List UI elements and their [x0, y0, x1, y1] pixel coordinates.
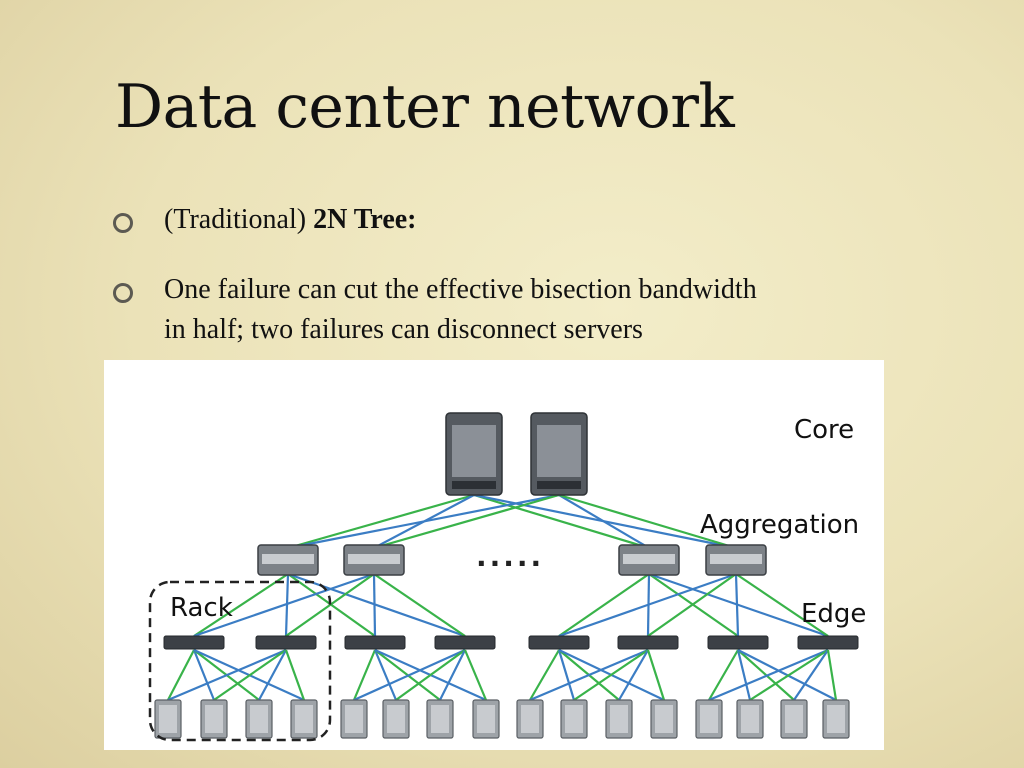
link-blue: [529, 648, 649, 702]
server-front-panel: [827, 705, 845, 733]
link-blue: [372, 573, 377, 637]
edge-switch-icon: [617, 635, 679, 650]
slide-title: Data center network: [115, 72, 735, 142]
rack-label: Rack: [170, 593, 233, 623]
bullet-1-bold: 2N Tree:: [313, 204, 417, 235]
core-switch-panel: [452, 425, 496, 477]
link-blue: [736, 649, 752, 701]
link-green: [646, 649, 666, 701]
server-front-panel: [565, 705, 583, 733]
link-blue: [557, 649, 576, 701]
bullet-icon: [113, 213, 133, 233]
link-green: [708, 649, 739, 701]
link-green: [193, 573, 289, 637]
bullet-1-prefix: (Traditional): [164, 204, 314, 235]
link-green: [463, 649, 488, 701]
link-green: [287, 493, 475, 550]
link-blue: [373, 649, 398, 701]
link-blue: [558, 494, 650, 549]
edge-switch-icon: [344, 635, 406, 650]
server-front-panel: [431, 705, 449, 733]
link-green: [395, 649, 466, 701]
link-green: [749, 649, 829, 701]
aggregation-switch-ports: [710, 554, 762, 564]
ellipsis-label: .....: [476, 540, 544, 573]
link-blue: [708, 648, 829, 702]
bullet-2-line-2: in half; two failures can disconnect ser…: [164, 314, 643, 345]
link-green: [558, 493, 737, 550]
link-green: [167, 649, 195, 701]
link-blue: [648, 572, 829, 638]
aggregation-label: Aggregation: [700, 510, 859, 540]
server-front-panel: [655, 705, 673, 733]
link-green: [284, 649, 306, 701]
edge-switch-icon: [163, 635, 225, 650]
link-blue: [439, 649, 466, 701]
link-blue: [618, 649, 649, 701]
aggregation-switch-ports: [348, 554, 400, 564]
link-green: [373, 493, 560, 550]
server-front-panel: [700, 705, 718, 733]
core-switch-base: [537, 481, 581, 489]
network-diagram: Core Aggregation Edge Rack .....: [104, 360, 884, 750]
link-blue: [167, 648, 287, 702]
link-blue: [793, 649, 829, 701]
server-front-panel: [250, 705, 268, 733]
server-front-panel: [610, 705, 628, 733]
rack-boundary: [148, 580, 332, 742]
aggregation-switch-ports: [262, 554, 314, 564]
core-switch-panel: [537, 425, 581, 477]
server-front-panel: [295, 705, 313, 733]
bullet-1: (Traditional) 2N Tree:: [164, 200, 417, 240]
link-blue: [734, 573, 740, 637]
edge-label: Edge: [801, 599, 866, 629]
server-front-panel: [477, 705, 495, 733]
server-front-panel: [159, 705, 177, 733]
link-green: [352, 649, 377, 701]
link-green: [285, 573, 375, 637]
bullet-2: One failure can cut the effective bisect…: [164, 270, 757, 350]
server-front-panel: [785, 705, 803, 733]
link-blue: [193, 572, 375, 638]
link-green: [373, 573, 466, 637]
link-blue: [258, 649, 287, 701]
edge-switch-icon: [255, 635, 317, 650]
link-green: [573, 649, 649, 701]
link-green: [647, 573, 737, 637]
link-blue: [558, 572, 737, 638]
bullet-icon: [113, 283, 133, 303]
edge-switch-icon: [797, 635, 859, 650]
server-front-panel: [345, 705, 363, 733]
aggregation-switch-ports: [623, 554, 675, 564]
server-front-panel: [741, 705, 759, 733]
link-blue: [353, 648, 466, 702]
link-blue: [192, 649, 216, 701]
link-green: [529, 649, 560, 701]
core-switch-base: [452, 481, 496, 489]
server-front-panel: [521, 705, 539, 733]
link-blue: [287, 572, 466, 638]
link-green: [213, 649, 287, 701]
link-green: [558, 573, 650, 637]
server-front-panel: [387, 705, 405, 733]
link-green: [826, 649, 838, 701]
core-label: Core: [794, 415, 854, 445]
server-front-panel: [205, 705, 223, 733]
link-blue: [287, 493, 560, 550]
edge-switch-icon: [528, 635, 590, 650]
link-green: [473, 493, 650, 550]
link-green: [735, 573, 829, 637]
network-diagram-svg: Core Aggregation Edge Rack .....: [148, 412, 866, 742]
edge-switch-icon: [707, 635, 769, 650]
bullet-2-line-1: One failure can cut the effective bisect…: [164, 274, 757, 305]
edge-switch-icon: [434, 635, 496, 650]
